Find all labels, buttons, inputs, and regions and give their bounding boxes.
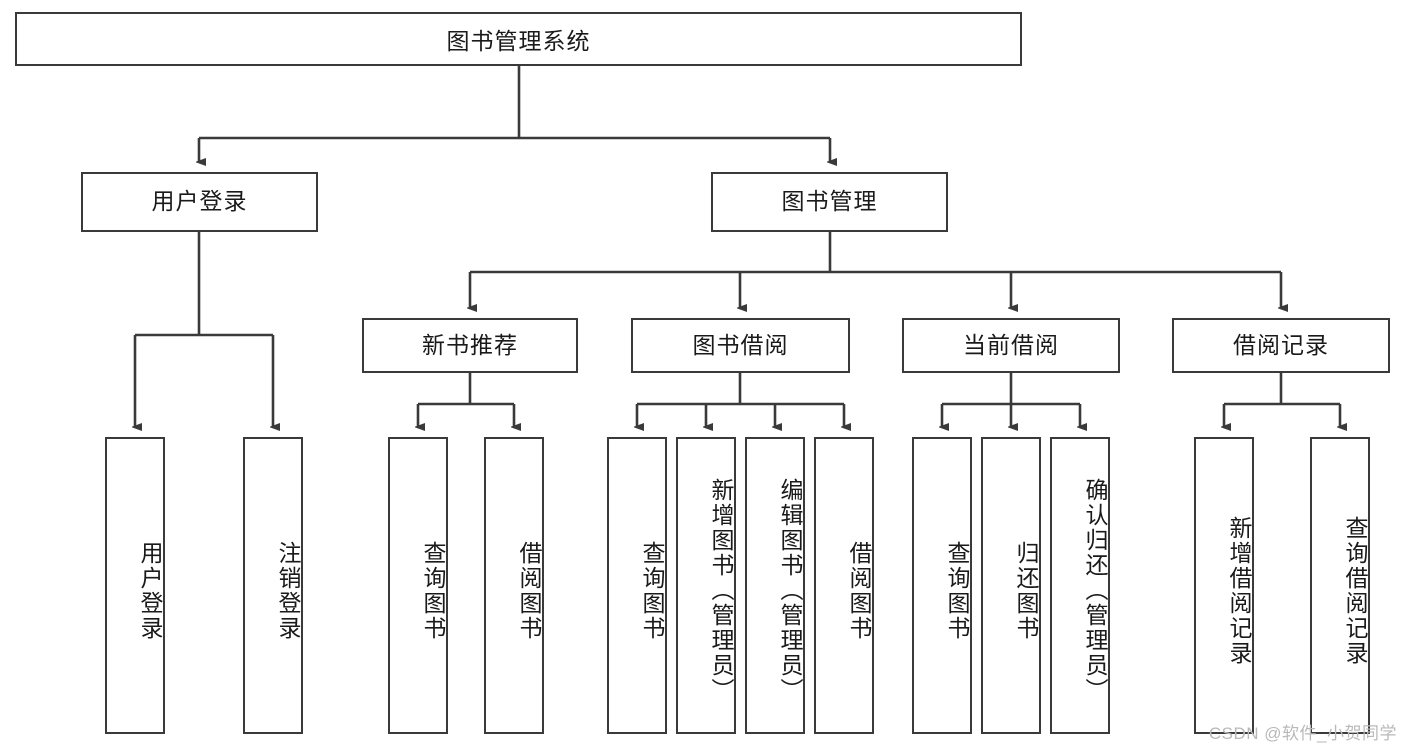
node-book-borrow-label: 图书借阅 [692, 331, 789, 358]
leaf-logout-login[interactable]: 注销登录 [243, 437, 303, 734]
leaf-borrow-book-2[interactable]: 借阅图书 [814, 437, 874, 734]
node-new-book-recommend[interactable]: 新书推荐 [362, 318, 578, 373]
leaf-borrow-book-1-label: 借阅图书 [516, 540, 542, 641]
leaf-confirm-return[interactable]: 确认归还（管理员） [1050, 437, 1110, 734]
leaf-query-book-3-label: 查询图书 [944, 540, 970, 641]
leaf-query-book-1-label: 查询图书 [420, 540, 446, 641]
leaf-user-login-label: 用户登录 [137, 540, 163, 641]
leaf-edit-book[interactable]: 编辑图书（管理员） [745, 437, 805, 734]
leaf-borrow-book-2-label: 借阅图书 [846, 540, 872, 641]
node-current-borrow-label: 当前借阅 [963, 331, 1059, 358]
leaf-query-record[interactable]: 查询借阅记录 [1310, 437, 1370, 734]
node-new-book-recommend-label: 新书推荐 [422, 331, 518, 358]
leaf-edit-book-label: 编辑图书（管理员） [777, 478, 803, 703]
leaf-return-book-label: 归还图书 [1013, 540, 1039, 641]
node-book-borrow[interactable]: 图书借阅 [631, 318, 850, 373]
leaf-add-book-label: 新增图书（管理员） [708, 478, 734, 703]
leaf-logout-login-label: 注销登录 [275, 540, 301, 641]
node-current-borrow[interactable]: 当前借阅 [902, 318, 1120, 373]
leaf-query-book-3[interactable]: 查询图书 [912, 437, 972, 734]
leaf-user-login[interactable]: 用户登录 [105, 437, 165, 734]
leaf-query-record-label: 查询借阅记录 [1342, 515, 1368, 666]
leaf-borrow-book-1[interactable]: 借阅图书 [484, 437, 544, 734]
leaf-add-record[interactable]: 新增借阅记录 [1194, 437, 1254, 734]
leaf-query-book-1[interactable]: 查询图书 [388, 437, 448, 734]
leaf-confirm-return-label: 确认归还（管理员） [1082, 478, 1108, 703]
leaf-return-book[interactable]: 归还图书 [981, 437, 1041, 734]
node-book-management-label: 图书管理 [781, 188, 878, 215]
node-root-label: 图书管理系统 [446, 28, 591, 54]
leaf-query-book-2-label: 查询图书 [639, 540, 665, 641]
leaf-add-book[interactable]: 新增图书（管理员） [676, 437, 736, 734]
node-borrow-record-label: 借阅记录 [1233, 331, 1329, 358]
leaf-add-record-label: 新增借阅记录 [1226, 515, 1252, 666]
node-root[interactable]: 图书管理系统 [15, 12, 1022, 66]
node-borrow-record[interactable]: 借阅记录 [1172, 318, 1390, 373]
leaf-query-book-2[interactable]: 查询图书 [607, 437, 667, 734]
node-user-login[interactable]: 用户登录 [81, 172, 318, 232]
watermark: CSDN @软件_小贺同学 [1208, 724, 1397, 743]
node-user-login-label: 用户登录 [151, 188, 248, 215]
node-book-management[interactable]: 图书管理 [711, 172, 948, 232]
